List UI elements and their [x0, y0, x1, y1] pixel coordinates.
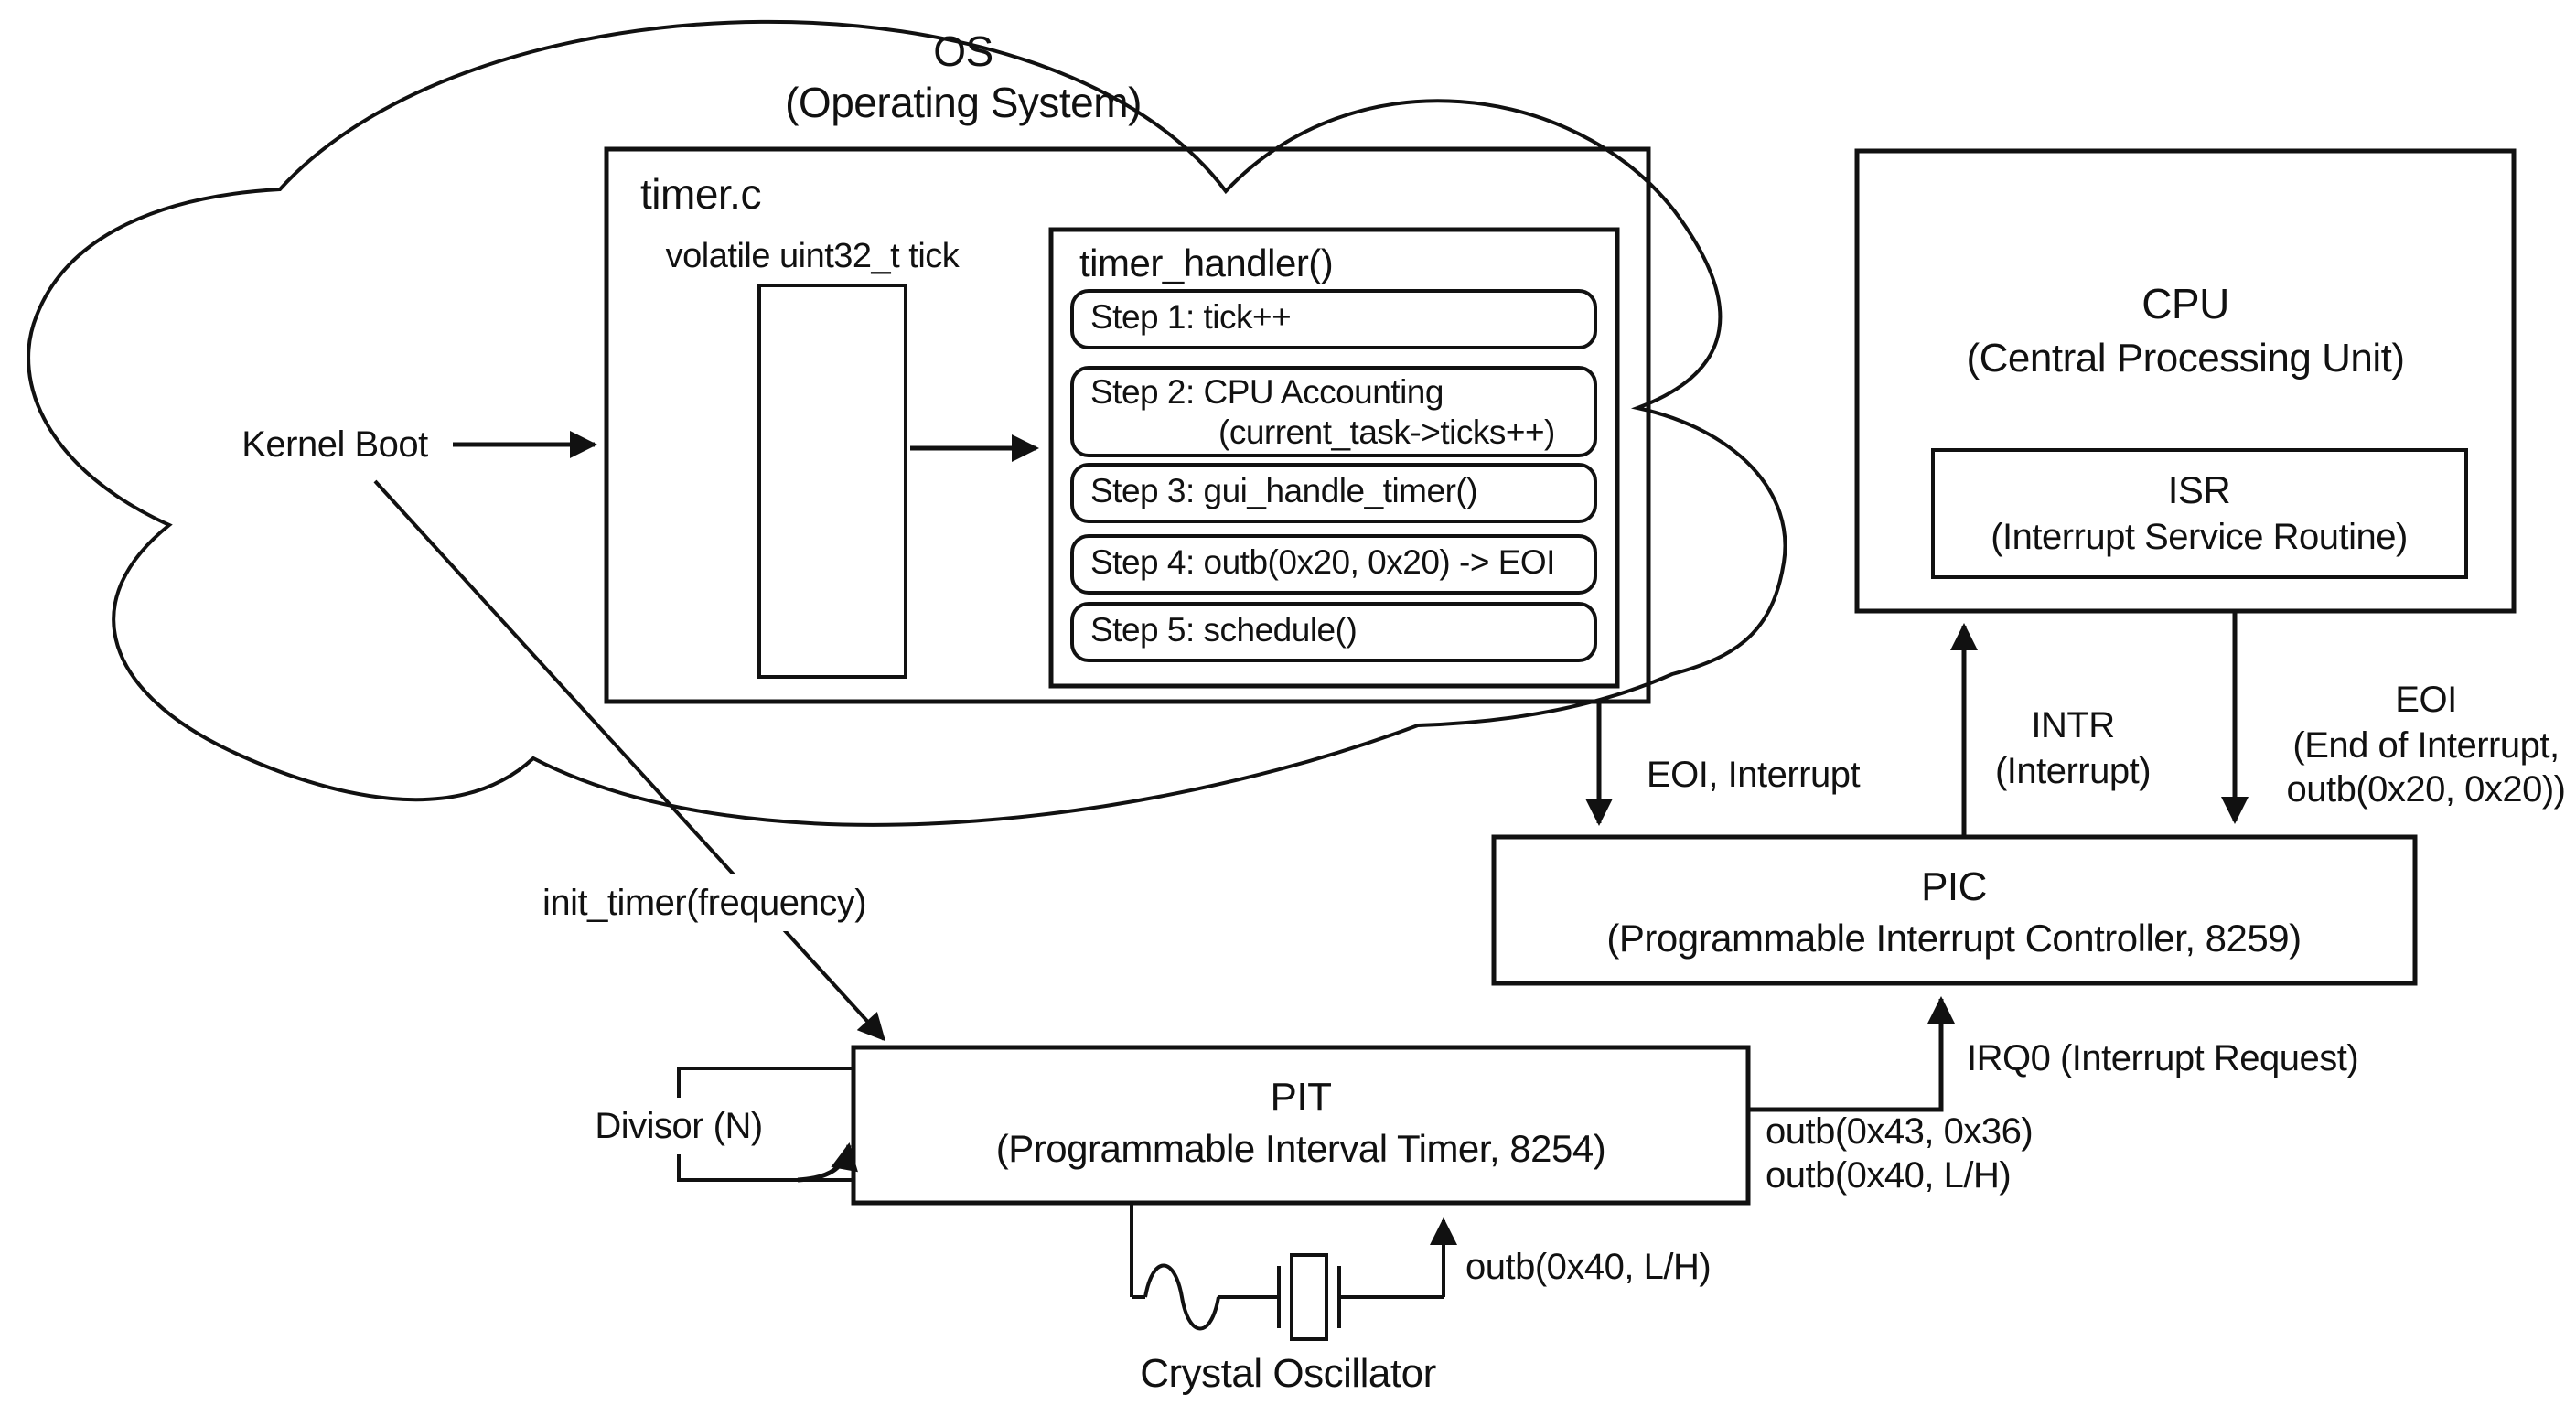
isr-box [1931, 448, 2468, 579]
pic-box [1491, 834, 2418, 986]
tick-variable-label: volatile uint32_t tick [666, 237, 961, 275]
isr-title: ISR [2168, 468, 2231, 511]
divisor-label: Divisor (N) [595, 1106, 762, 1146]
outb-4336-label: outb(0x43, 0x36) [1766, 1111, 2033, 1152]
os-cloud-outline [27, 19, 1787, 827]
step-4-label: Step 4: outb(0x20, 0x20) -> EOI [1090, 543, 1555, 581]
eoi-interrupt-label: EOI, Interrupt [1647, 755, 1860, 795]
cpu-subtitle: (Central Processing Unit) [1967, 336, 2405, 381]
divisor-arrow [797, 1142, 858, 1183]
step-3-label: Step 3: gui_handle_timer() [1090, 472, 1477, 509]
pit-subtitle: (Programmable Interval Timer, 8254) [996, 1127, 1605, 1170]
outb-40lh-pit-label: outb(0x40, L/H) [1766, 1155, 2011, 1196]
crystal-body-icon [1290, 1253, 1328, 1341]
divisor-label-bg [574, 1098, 785, 1154]
step-2-box [1070, 366, 1597, 457]
timer-handler-title: timer_handler() [1079, 241, 1333, 284]
step-5-box [1070, 602, 1597, 662]
pic-title: PIC [1921, 864, 1987, 909]
outb-40lh-crystal-label: outb(0x40, L/H) [1465, 1247, 1711, 1287]
step-2-label-line2: (current_task->ticks++) [1218, 413, 1555, 451]
irq0-arrow [1748, 996, 1955, 1112]
pic-subtitle: (Programmable Interrupt Controller, 8259… [1606, 917, 2301, 960]
init-timer-label-bg [509, 874, 900, 931]
step-1-box [1070, 289, 1597, 349]
timer-c-title: timer.c [640, 170, 761, 218]
pit-title: PIT [1271, 1075, 1332, 1120]
init-timer-label: init_timer(frequency) [542, 883, 866, 923]
eoi-label-line2: (End of Interrupt, [2292, 725, 2559, 766]
tick-variable-box [757, 284, 907, 679]
pit-box [851, 1045, 1751, 1206]
os-subtitle: (Operating System) [785, 79, 1142, 126]
step-3-box [1070, 463, 1597, 523]
step-4-box [1070, 534, 1597, 595]
eoi-label-line3: outb(0x20, 0x20)) [2286, 769, 2565, 810]
crystal-oscillator-label: Crystal Oscillator [1140, 1351, 1436, 1396]
crystal-sine-icon [1143, 1263, 1220, 1331]
intr-label: INTR [2031, 705, 2114, 745]
cpu-title: CPU [2141, 280, 2229, 327]
step-2-label: Step 2: CPU Accounting [1090, 373, 1444, 411]
os-title: OS [933, 27, 993, 75]
init-timer-arrow [373, 479, 886, 1042]
kernel-boot-label: Kernel Boot [242, 424, 428, 465]
isr-subtitle: (Interrupt Service Routine) [1991, 517, 2408, 557]
step-1-label: Step 1: tick++ [1090, 298, 1291, 336]
irq0-label: IRQ0 (Interrupt Request) [1967, 1038, 2358, 1078]
intr-label-line2: (Interrupt) [1995, 751, 2151, 791]
eoi-label: EOI [2395, 680, 2456, 720]
step-5-label: Step 5: schedule() [1090, 611, 1357, 649]
